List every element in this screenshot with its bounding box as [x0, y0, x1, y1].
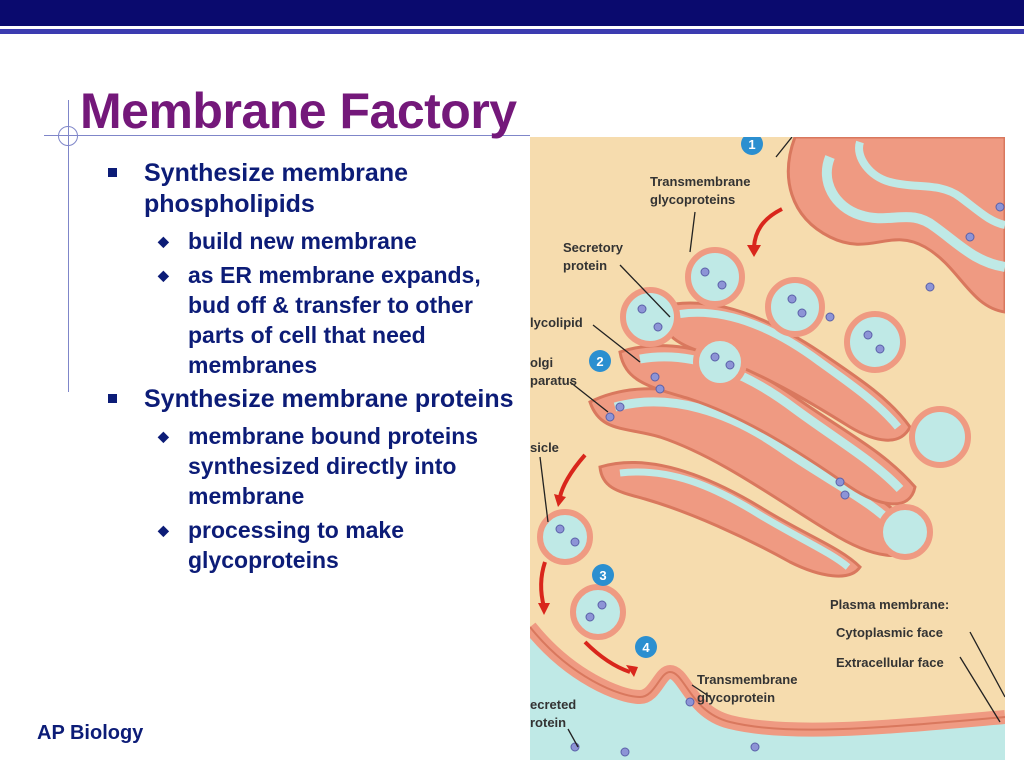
- step-badge: [592, 564, 614, 586]
- title-underline: [44, 135, 530, 136]
- label-transmembrane-glycoprotein: Transmembrane: [697, 672, 797, 687]
- label-transmembrane-glycoproteins: glycoproteins: [650, 192, 735, 207]
- diamond-bullet-icon: ◆: [158, 233, 169, 249]
- square-bullet-icon: [108, 168, 117, 177]
- plasma-membrane: [530, 622, 1005, 760]
- label-extracellular-face: Extracellular face: [836, 655, 944, 670]
- label-secretory-protein: protein: [563, 258, 607, 273]
- step-badge: [741, 137, 763, 155]
- sub-bullet-text: membrane bound proteins synthesized dire…: [188, 423, 479, 509]
- step-badge: [589, 350, 611, 372]
- label-leader-lines: [539, 137, 1005, 748]
- label-vesicle: sicle: [530, 440, 559, 455]
- sub-bullet-text: as ER membrane expands, bud off & transf…: [188, 262, 481, 378]
- arrow-heads: [538, 245, 761, 677]
- label-transmembrane-glycoprotein: glycoprotein: [697, 690, 775, 705]
- label-plasma-membrane: Plasma membrane:: [830, 597, 949, 612]
- label-secretory-protein: Secretory: [563, 240, 624, 255]
- membrane-factory-figure: 1 2 3 4 Transmembrane glycoproteins Secr…: [530, 137, 1005, 760]
- step-number: 3: [599, 568, 606, 583]
- bullet-text: Synthesize membrane proteins: [144, 385, 514, 413]
- footer-course-label: AP Biology: [37, 722, 144, 744]
- step-number: 1: [748, 137, 755, 152]
- figure-labels: Transmembrane glycoproteins Secretory pr…: [530, 174, 949, 730]
- label-golgi-apparatus: olgi: [530, 355, 553, 370]
- bullet-item: Synthesize membrane phospholipids: [108, 158, 518, 220]
- endoplasmic-reticulum: [787, 137, 1005, 314]
- top-banner-stripe: [0, 29, 1024, 34]
- bullet-item: Synthesize membrane proteins: [108, 384, 518, 415]
- label-golgi-apparatus: paratus: [530, 373, 577, 388]
- label-transmembrane-glycoproteins: Transmembrane: [650, 174, 750, 189]
- step-number: 4: [642, 640, 650, 655]
- protein-molecules: [555, 202, 1005, 757]
- sub-bullet-item: ◆ membrane bound proteins synthesized di…: [108, 421, 518, 511]
- top-banner: [0, 0, 1024, 26]
- bullet-text: Synthesize membrane phospholipids: [144, 159, 408, 218]
- decorative-vertical-line: [68, 100, 69, 392]
- page-title: Membrane Factory: [80, 83, 517, 139]
- sub-bullet-text: processing to make glycoproteins: [188, 517, 405, 573]
- diamond-bullet-icon: ◆: [158, 522, 169, 538]
- decorative-circle-icon: [58, 126, 78, 146]
- diamond-bullet-icon: ◆: [158, 267, 169, 283]
- diamond-bullet-icon: ◆: [158, 428, 169, 444]
- step-badge: [635, 636, 657, 658]
- golgi-apparatus: [588, 301, 922, 578]
- label-glycolipid: lycolipid: [530, 315, 583, 330]
- sub-bullet-item: ◆ as ER membrane expands, bud off & tran…: [108, 260, 518, 380]
- label-cytoplasmic-face: Cytoplasmic face: [836, 625, 943, 640]
- label-secreted-protein: ecreted: [530, 697, 576, 712]
- vesicles: [537, 247, 971, 640]
- sub-bullet-text: build new membrane: [188, 228, 417, 254]
- square-bullet-icon: [108, 394, 117, 403]
- sub-bullet-item: ◆ build new membrane: [108, 226, 518, 256]
- step-number: 2: [596, 354, 603, 369]
- sub-bullet-item: ◆ processing to make glycoproteins: [108, 515, 518, 575]
- bullet-list: Synthesize membrane phospholipids ◆ buil…: [108, 158, 518, 579]
- label-secreted-protein: rotein: [530, 715, 566, 730]
- step-badges: 1 2 3 4: [589, 137, 763, 658]
